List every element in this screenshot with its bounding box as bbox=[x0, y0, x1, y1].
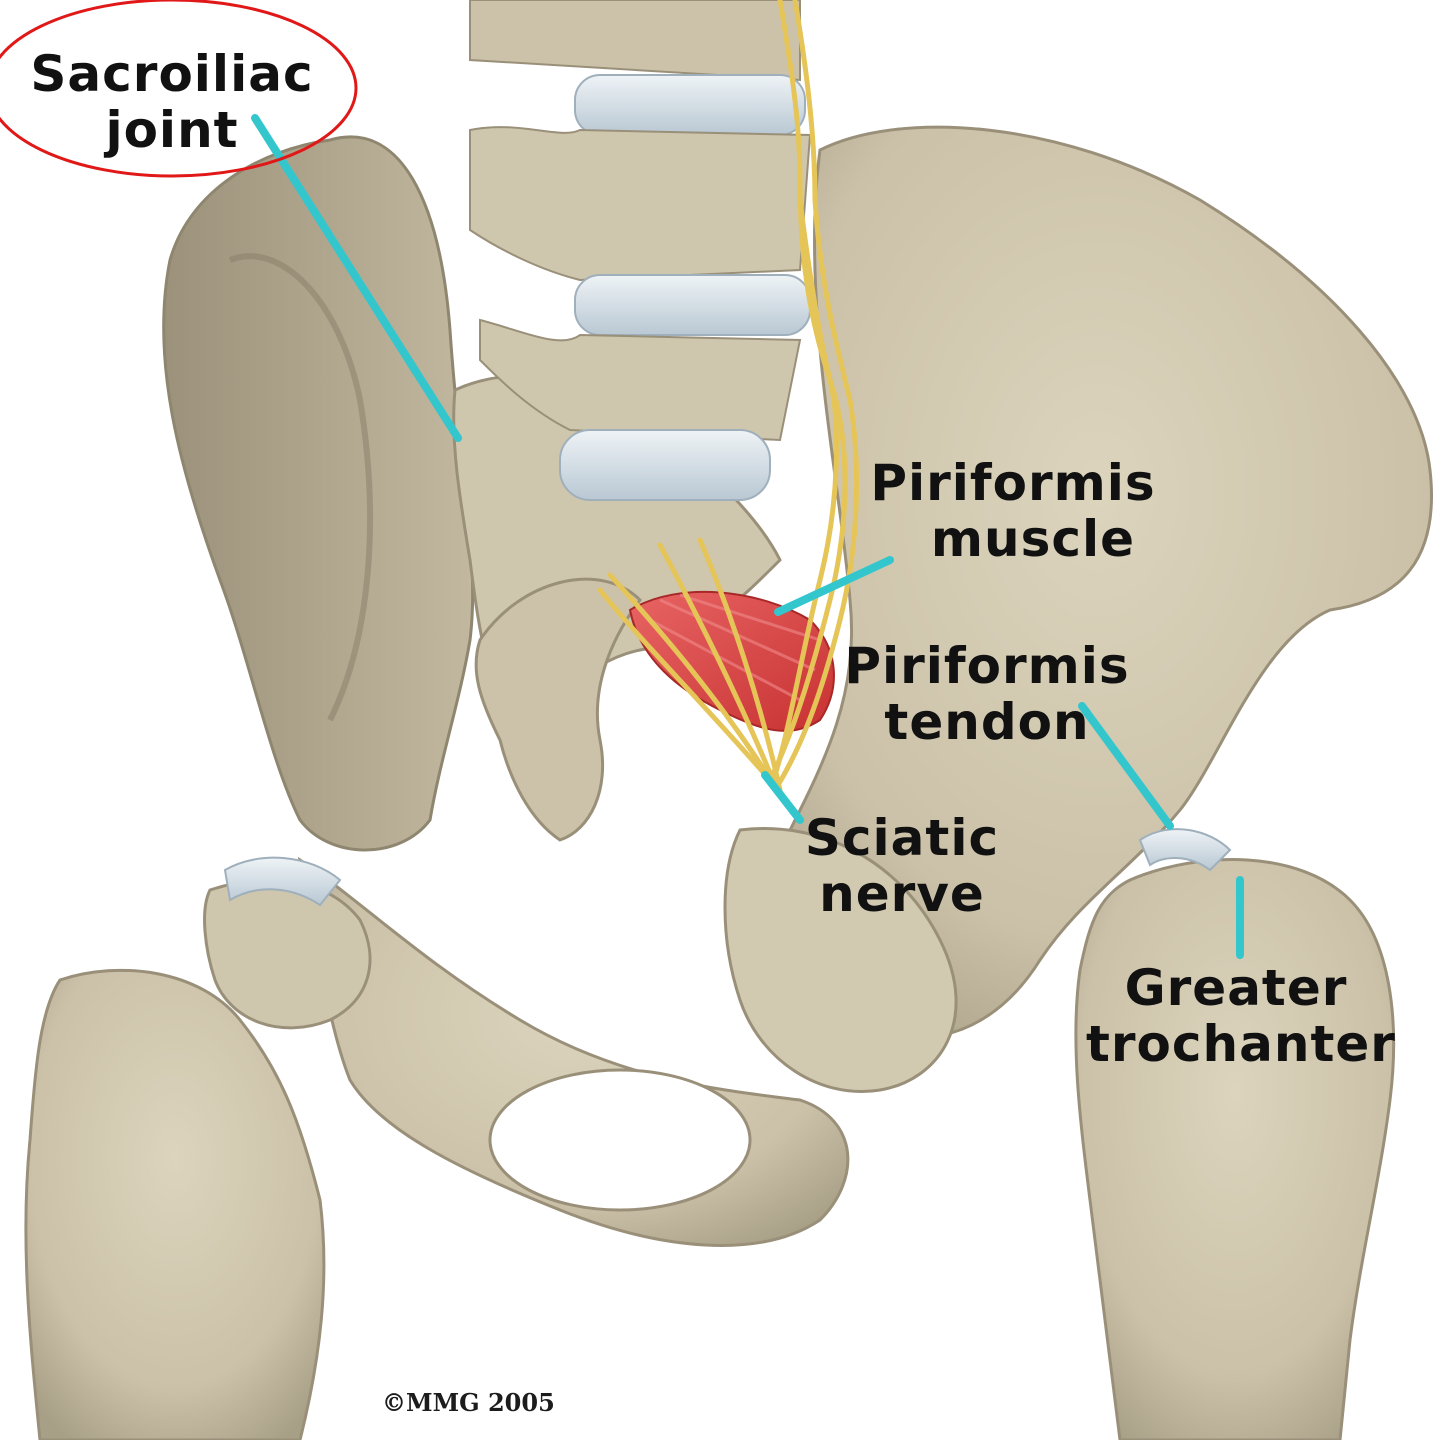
left-femur bbox=[26, 970, 324, 1440]
label-greater-trochanter: Greater trochanter bbox=[1086, 960, 1386, 1072]
left-ilium bbox=[164, 137, 473, 850]
right-femur bbox=[1076, 860, 1394, 1440]
label-piriformis-tendon: Piriformis tendon bbox=[842, 638, 1132, 750]
coccyx bbox=[476, 579, 640, 840]
copyright-notice: ©MMG 2005 bbox=[382, 1388, 555, 1417]
label-sciatic-nerve: Sciatic nerve bbox=[792, 810, 1012, 922]
label-piriformis-muscle: Piriformis muscle bbox=[868, 455, 1158, 567]
label-sacroiliac-joint: Sacroiliac joint bbox=[22, 46, 322, 158]
